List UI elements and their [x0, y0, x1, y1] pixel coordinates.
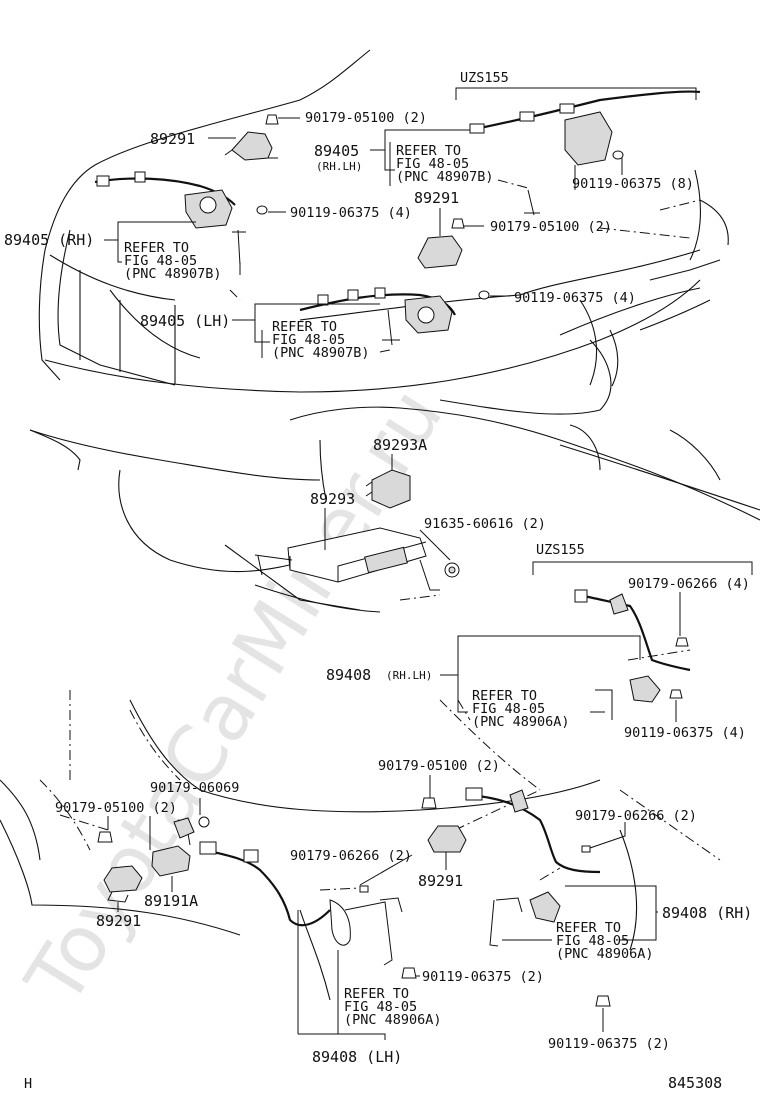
leader-lines — [59, 87, 753, 1040]
variant-label-uzs155-top: UZS155 — [460, 70, 509, 86]
callout-90119-06375-4c: 90119-06375 (4) — [624, 725, 746, 741]
callout-89408-rhlh-side: (RH.LH) — [386, 669, 432, 682]
refer-note-4-line3: (PNC 48906A) — [472, 714, 570, 730]
control-computer-89293 — [254, 527, 460, 591]
diagram-number: 845308 — [668, 1074, 722, 1092]
callout-90179-06069: 90179-06069 — [150, 780, 239, 796]
refer-note-1-line1: REFER TO — [396, 143, 461, 159]
callout-90119-06375-2b: 90119-06375 (2) — [548, 1036, 670, 1052]
callout-90119-06375-2a: 90119-06375 (2) — [422, 969, 544, 985]
callout-89293a-relay: 89293A — [373, 436, 427, 454]
callout-89291-sensor-bottom-left: 89291 — [96, 912, 141, 930]
callout-89291-sensor-top: 89291 — [150, 130, 195, 148]
refer-note-6-line3: (PNC 48906A) — [344, 1012, 442, 1028]
relay-89191a — [151, 816, 210, 877]
callout-89291-sensor-bottom-right: 89291 — [418, 872, 463, 890]
callout-89405-rhlh: 89405 — [314, 142, 359, 160]
refer-note-6-line2: FIG 48-05 — [344, 999, 417, 1015]
callout-90119-06375-4a: 90119-06375 (4) — [290, 205, 412, 221]
callout-90179-06266-2b: 90179-06266 (2) — [290, 848, 412, 864]
callout-90179-06266-4: 90179-06266 (4) — [628, 576, 750, 592]
refer-note-2-line3: (PNC 48907B) — [124, 266, 222, 282]
callout-89405-lh: 89405 (LH) — [140, 312, 230, 330]
height-sensor-harness-rear-lh — [199, 841, 403, 966]
callout-90119-06375-8: 90119-06375 (8) — [572, 176, 694, 192]
sensor-89291-middle — [417, 189, 540, 269]
refer-note-4-line2: FIG 48-05 — [472, 701, 545, 717]
footer-left-code: H — [24, 1076, 32, 1092]
height-sensor-harness-left-top — [94, 171, 268, 266]
refer-note-1-line2: FIG 48-05 — [396, 156, 469, 172]
variant-label-uzs155-middle: UZS155 — [536, 542, 585, 558]
callout-89293-computer: 89293 — [310, 490, 355, 508]
refer-note-1-line3: (PNC 48907B) — [396, 169, 494, 185]
callout-89191a-relay: 89191A — [144, 892, 198, 910]
callout-90179-05100-mid: 90179-05100 (2) — [490, 219, 612, 235]
height-sensor-rear-uzs155 — [574, 589, 691, 720]
refer-note-5-line1: REFER TO — [556, 920, 621, 936]
refer-note-2-line2: FIG 48-05 — [124, 253, 197, 269]
callout-90179-05100-bottom-left: 90179-05100 (2) — [55, 800, 177, 816]
callout-90179-05100-top: 90179-05100 (2) — [305, 110, 427, 126]
height-sensor-harness-rear-rh — [401, 787, 611, 1007]
refer-note-4-line1: REFER TO — [472, 688, 537, 704]
callout-89405-rh: 89405 (RH) — [4, 231, 94, 249]
vehicle-front-outline — [29, 49, 760, 613]
callout-90179-05100-bottom-mid: 90179-05100 (2) — [378, 758, 500, 774]
callout-labels: UZS155 89291 90179-05100 (2) 89405 (RH.L… — [4, 70, 752, 1092]
refer-note-3-line3: (PNC 48907B) — [272, 345, 370, 361]
callout-90179-06266-2a: 90179-06266 (2) — [575, 808, 697, 824]
refer-note-5-line2: FIG 48-05 — [556, 933, 629, 949]
height-sensor-harness-rh-top — [469, 90, 701, 190]
sensor-89291-bottom-right — [421, 797, 467, 853]
callout-91635-60616: 91635-60616 (2) — [424, 516, 546, 532]
refer-note-3-line2: FIG 48-05 — [272, 332, 345, 348]
height-sensor-harness-lh-top — [299, 287, 490, 346]
vehicle-rear-outline — [0, 690, 721, 1001]
refer-note-5-line3: (PNC 48906A) — [556, 946, 654, 962]
callout-89408-lh: 89408 (LH) — [312, 1048, 402, 1066]
callout-89408-rh: 89408 (RH) — [662, 904, 752, 922]
refer-note-6-line1: REFER TO — [344, 986, 409, 1002]
refer-note-2-line1: REFER TO — [124, 240, 189, 256]
sensor-89291-top — [224, 114, 279, 161]
callout-89291-sensor-mid: 89291 — [414, 189, 459, 207]
callout-89408-rhlh: 89408 — [326, 666, 371, 684]
refer-note-3-line1: REFER TO — [272, 319, 337, 335]
sensor-89291-bottom-left — [97, 831, 143, 903]
callout-90119-06375-4b: 90119-06375 (4) — [514, 290, 636, 306]
callout-89405-rhlh-side: (RH.LH) — [316, 160, 362, 173]
